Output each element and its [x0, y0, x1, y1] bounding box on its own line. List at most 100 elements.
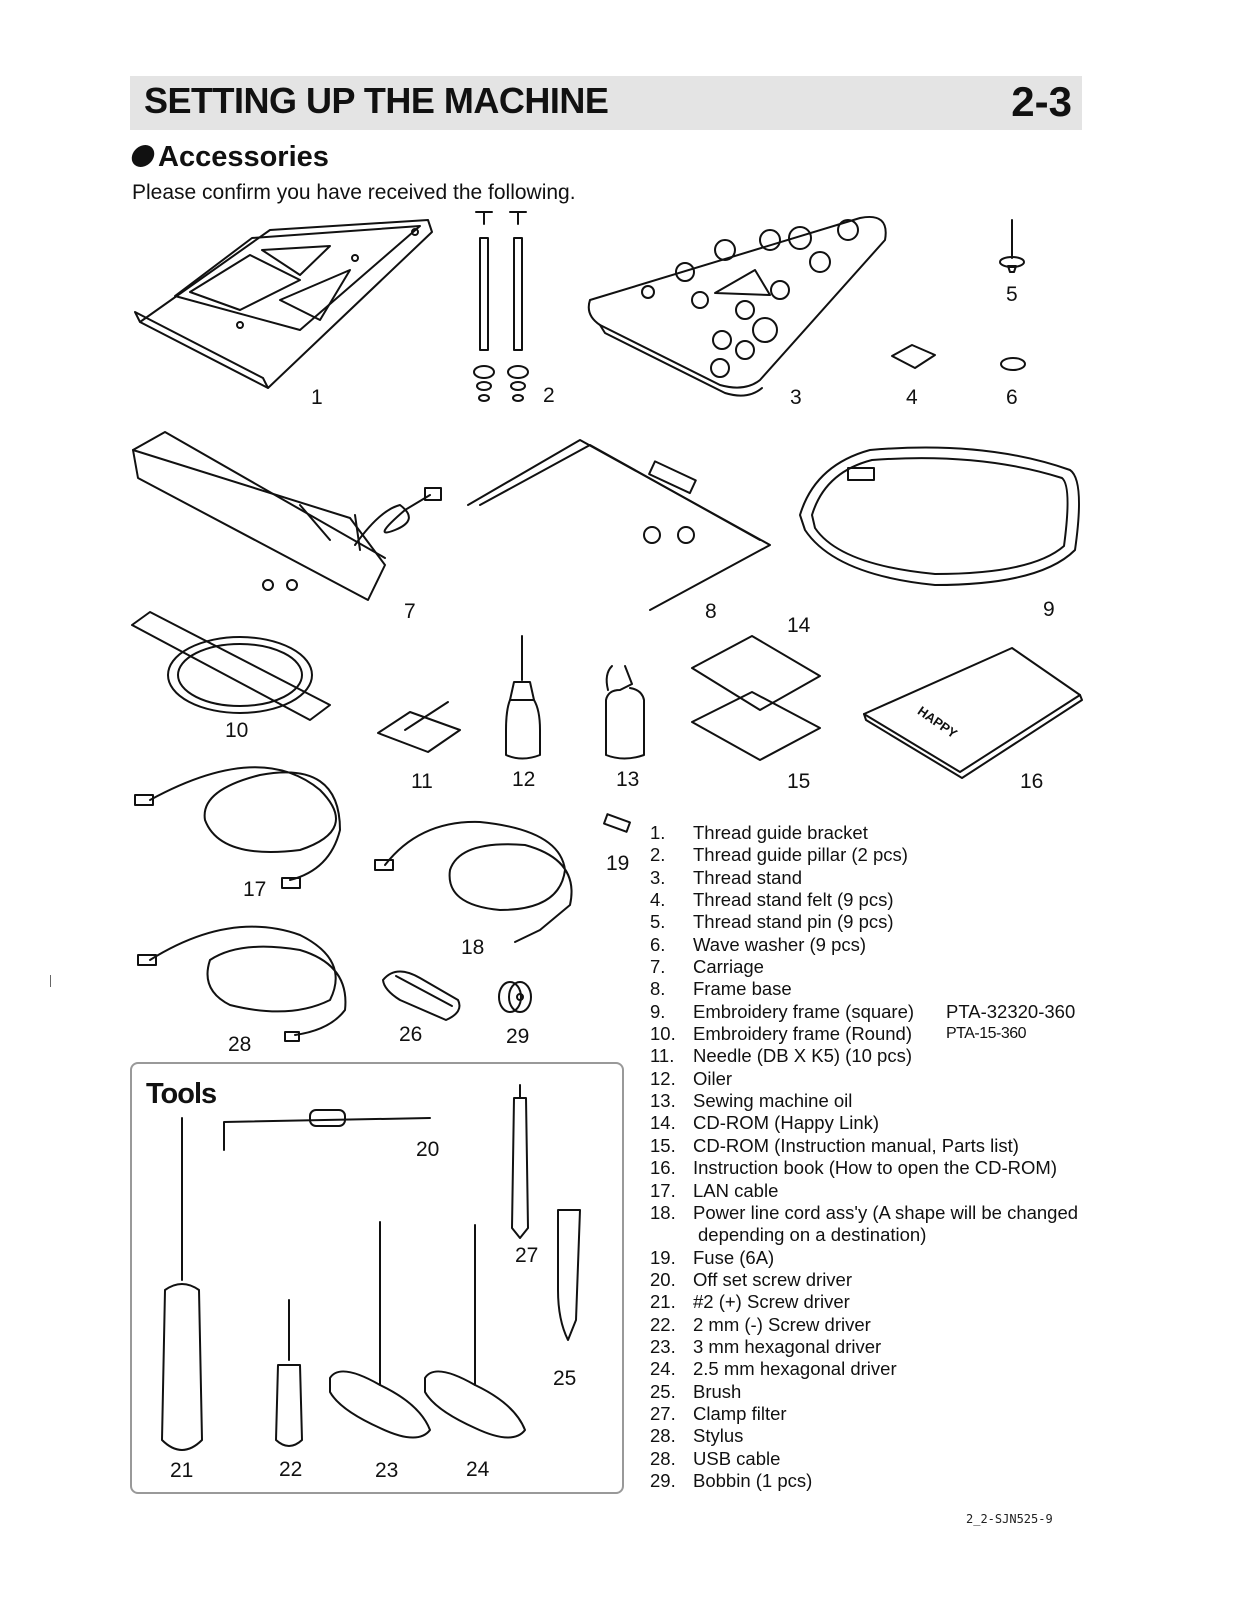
- felt-drawing: [891, 344, 936, 369]
- clamp-filter-drawing: [382, 970, 461, 1021]
- part-code: PTA-15-360: [946, 1025, 1027, 1043]
- list-item: 28.USB cable: [650, 1447, 781, 1469]
- list-item: 23.3 mm hexagonal driver: [650, 1335, 882, 1357]
- bobbin-drawing: [498, 981, 532, 1013]
- list-item: 24.2.5 mm hexagonal driver: [650, 1358, 897, 1380]
- list-item: 12.Oiler: [650, 1067, 733, 1089]
- callout-23: 23: [375, 1459, 399, 1482]
- callout-14: 14: [787, 614, 811, 637]
- intro-text: Please confirm you have received the fol…: [132, 181, 576, 204]
- thread-stand-drawing: [587, 216, 887, 397]
- list-item: 6.Wave washer (9 pcs): [650, 933, 867, 955]
- header-bar: SETTING UP THE MACHINE 2-3: [130, 76, 1082, 130]
- instruction-book-drawing: HAPPY: [863, 647, 1083, 779]
- list-item: 22.2 mm (-) Screw driver: [650, 1313, 871, 1335]
- callout-10: 10: [225, 719, 249, 742]
- callout-7: 7: [404, 600, 416, 623]
- flat-screwdriver-drawing: [275, 1299, 303, 1447]
- offset-screwdriver-drawing: [223, 1109, 431, 1151]
- frame-base-drawing: [467, 439, 771, 611]
- page-title: SETTING UP THE MACHINE: [144, 80, 609, 121]
- callout-20: 20: [416, 1138, 440, 1161]
- fuse-drawing: [603, 813, 631, 833]
- lan-cable-drawing: [134, 766, 341, 889]
- tools-box: [130, 1062, 624, 1494]
- page-number: 2-3: [1011, 78, 1072, 125]
- callout-3: 3: [790, 386, 802, 409]
- usb-cable-drawing: [137, 925, 347, 1042]
- callout-18: 18: [461, 936, 485, 959]
- list-item: 7.Carriage: [650, 956, 764, 978]
- list-item: 13.Sewing machine oil: [650, 1090, 853, 1112]
- list-item: 28.Stylus: [650, 1425, 744, 1447]
- section-title: Accessories: [129, 141, 329, 174]
- list-item: 9.Embroidery frame (square)PTA-32320-360: [650, 1000, 1076, 1022]
- power-cord-drawing: [374, 820, 573, 943]
- callout-4: 4: [906, 386, 918, 409]
- parts-list: 1.Thread guide bracket 2.Thread guide pi…: [650, 822, 1110, 1492]
- callout-29: 29: [506, 1025, 530, 1048]
- callout-25: 25: [553, 1367, 577, 1390]
- cd-rom-drawing: [691, 635, 821, 761]
- phillips-screwdriver-drawing: [161, 1117, 203, 1451]
- callout-19: 19: [606, 852, 630, 875]
- wave-washer-drawing: [1000, 357, 1026, 371]
- list-item: 20.Off set screw driver: [650, 1268, 853, 1290]
- section-title-text: Accessories: [158, 141, 329, 173]
- callout-13: 13: [616, 768, 640, 791]
- list-item: 14.CD-ROM (Happy Link): [650, 1112, 880, 1134]
- callout-21: 21: [170, 1459, 194, 1482]
- list-item: 16.Instruction book (How to open the CD-…: [650, 1157, 1057, 1179]
- tools-title: Tools: [146, 1078, 217, 1110]
- round-frame-drawing: [131, 611, 331, 721]
- list-item: 21.#2 (+) Screw driver: [650, 1291, 850, 1313]
- thread-guide-pillars-drawing: [473, 211, 529, 402]
- callout-8: 8: [705, 600, 717, 623]
- oiler-drawing: [505, 635, 541, 760]
- list-item: depending on a destination): [698, 1224, 927, 1246]
- callout-2: 2: [543, 384, 555, 407]
- callout-11: 11: [411, 770, 433, 793]
- callout-15: 15: [787, 770, 811, 793]
- clamp-tool-drawing: [511, 1084, 529, 1239]
- callout-1: 1: [311, 386, 323, 409]
- footer-code: 2_2-SJN525-9: [966, 1512, 1053, 1526]
- brush-drawing: [557, 1209, 581, 1341]
- thread-guide-bracket-drawing: [134, 219, 433, 389]
- hex-driver-2.5mm-drawing: [424, 1224, 526, 1439]
- callout-24: 24: [466, 1458, 490, 1481]
- hex-driver-3mm-drawing: [329, 1221, 431, 1439]
- list-item: 2.Thread guide pillar (2 pcs): [650, 844, 908, 866]
- callout-26: 26: [399, 1023, 423, 1046]
- callout-9: 9: [1043, 598, 1055, 621]
- margin-mark: [50, 975, 51, 987]
- list-item: 15.CD-ROM (Instruction manual, Parts lis…: [650, 1134, 1019, 1156]
- list-item: 8.Frame base: [650, 978, 792, 1000]
- callout-17: 17: [243, 878, 267, 901]
- list-item: 18.Power line cord ass'y (A shape will b…: [650, 1201, 1079, 1223]
- needle-pack-drawing: [377, 701, 461, 753]
- list-item: 5.Thread stand pin (9 pcs): [650, 911, 894, 933]
- list-item: 17.LAN cable: [650, 1179, 779, 1201]
- square-frame-drawing: [799, 446, 1080, 586]
- callout-27: 27: [515, 1244, 539, 1267]
- part-code: PTA-32320-360: [946, 1000, 1076, 1022]
- callout-5: 5: [1006, 283, 1018, 306]
- list-item: 19.Fuse (6A): [650, 1246, 775, 1268]
- stand-pin-drawing: [999, 219, 1025, 273]
- list-item: 11.Needle (DB X K5) (10 pcs): [650, 1045, 913, 1067]
- callout-6: 6: [1006, 386, 1018, 409]
- callout-12: 12: [512, 768, 536, 791]
- list-item: 1.Thread guide bracket: [650, 822, 868, 843]
- oil-bottle-drawing: [605, 665, 645, 760]
- book-logo: HAPPY: [915, 703, 961, 741]
- list-item: 3.Thread stand: [650, 866, 803, 888]
- callout-22: 22: [279, 1458, 303, 1481]
- list-item: 10.Embroidery frame (Round)PTA-15-360: [650, 1023, 1027, 1045]
- callout-28: 28: [228, 1033, 252, 1056]
- carriage-drawing: [132, 431, 442, 601]
- list-item: 4.Thread stand felt (9 pcs): [650, 889, 894, 911]
- list-item: 27.Clamp filter: [650, 1402, 787, 1424]
- callout-16: 16: [1020, 770, 1044, 793]
